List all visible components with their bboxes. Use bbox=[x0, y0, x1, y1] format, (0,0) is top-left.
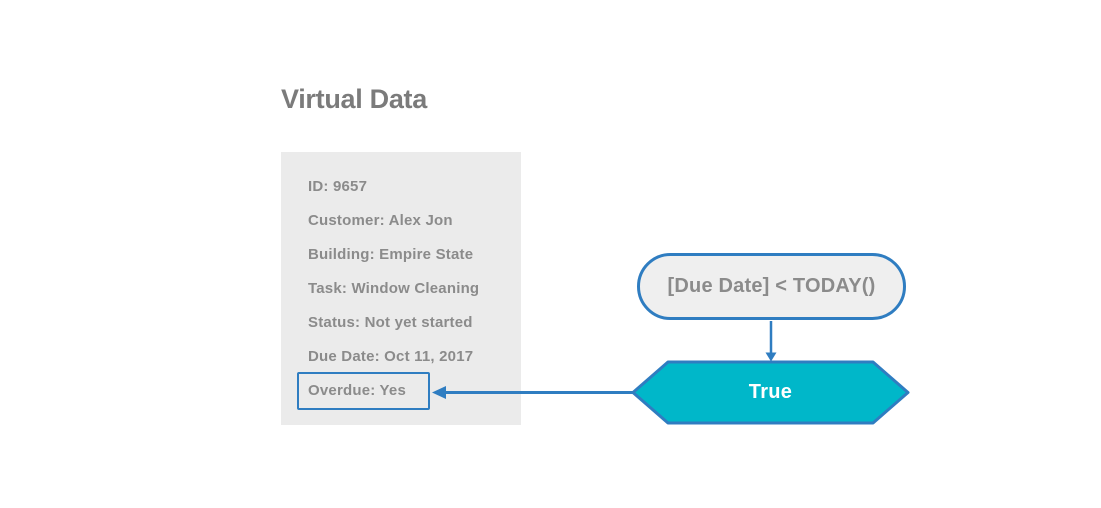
true-node-label: True bbox=[748, 381, 793, 403]
field-overdue: Overdue: Yes bbox=[308, 382, 407, 399]
page-title: Virtual Data bbox=[281, 84, 427, 114]
field-id: ID: 9657 bbox=[308, 178, 368, 195]
field-due-date: Due Date: Oct 11, 2017 bbox=[308, 348, 474, 365]
condition-node: [Due Date] < TODAY() bbox=[637, 253, 906, 320]
arrow-down-icon bbox=[765, 352, 777, 362]
condition-node-label: [Due Date] < TODAY() bbox=[667, 275, 876, 297]
field-task: Task: Window Cleaning bbox=[308, 280, 480, 297]
virtual-data-card: ID: 9657 Customer: Alex Jon Building: Em… bbox=[281, 152, 521, 425]
field-status: Status: Not yet started bbox=[308, 314, 473, 331]
field-building: Building: Empire State bbox=[308, 246, 474, 263]
field-customer: Customer: Alex Jon bbox=[308, 212, 453, 229]
overdue-highlight-box bbox=[297, 372, 430, 410]
